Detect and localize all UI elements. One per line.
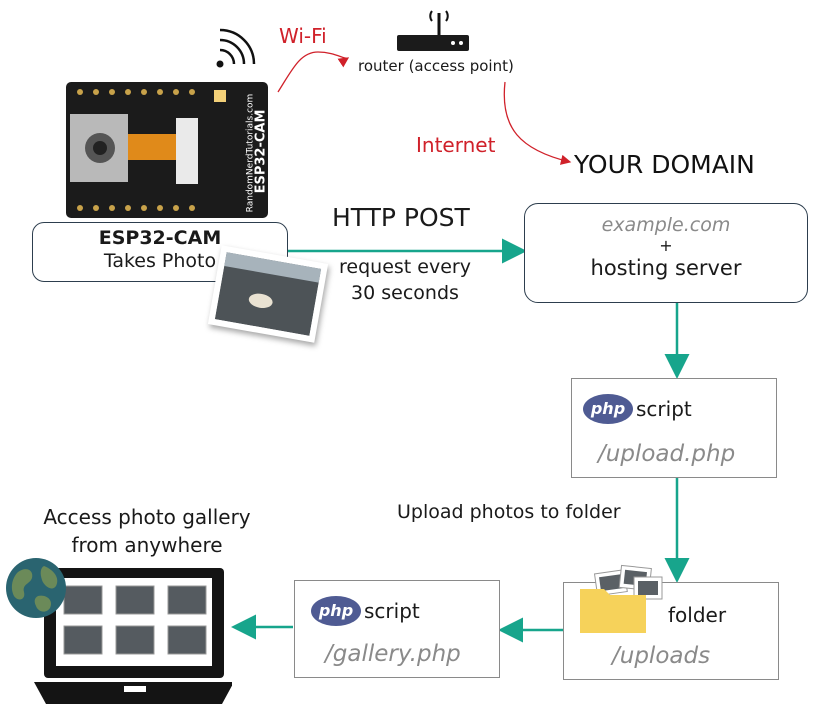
- php-logo-gallery: php: [311, 596, 361, 626]
- gallery-script-label: script: [364, 599, 420, 623]
- esp32-cam-box: ESP32-CAM Takes Photo: [32, 222, 288, 282]
- globe-icon: [6, 558, 66, 618]
- board-illustration: [66, 82, 268, 218]
- gallery-access-line1: Access photo gallery: [43, 505, 251, 529]
- upload-script-box: php script /upload.php: [571, 378, 777, 478]
- upload-script-file: /upload.php: [598, 441, 736, 467]
- router-label: router (access point): [358, 57, 514, 75]
- server-plus: +: [659, 236, 673, 255]
- internet-link-curve: [503, 81, 572, 165]
- captured-photo-thumbnail: [207, 245, 329, 343]
- http-post-line1: request every: [339, 256, 471, 278]
- php-logo-upload: php: [583, 394, 633, 424]
- photo-content: [214, 252, 322, 336]
- internet-label: Internet: [416, 133, 496, 157]
- uploads-folder-box: folder /uploads: [563, 564, 779, 680]
- uploads-folder-label: folder: [668, 603, 727, 627]
- esp32-cam-subtitle: Takes Photo: [103, 250, 217, 272]
- wifi-label: Wi-Fi: [279, 24, 327, 48]
- wifi-link-curve: [277, 51, 350, 93]
- esp32-cam-board-image: RandomNerdTutorials.com ESP32-CAM: [66, 82, 268, 218]
- domain-heading: YOUR DOMAIN: [574, 150, 755, 179]
- router-icon: [397, 10, 469, 51]
- board-model-text: ESP32-CAM: [253, 109, 269, 194]
- laptop-gallery-icon: [34, 568, 232, 704]
- server-domain: example.com: [601, 214, 731, 236]
- php-logo-upload-text: php: [590, 399, 626, 418]
- http-post-line2: 30 seconds: [351, 282, 459, 304]
- http-post-interval: request every 30 seconds: [328, 254, 482, 306]
- hosting-server-box: example.com + hosting server: [524, 203, 808, 303]
- upload-script-label: script: [636, 397, 692, 421]
- gallery-access-line2: from anywhere: [71, 533, 223, 557]
- upload-note: Upload photos to folder: [397, 501, 621, 523]
- gallery-script-box: php script /gallery.php: [294, 580, 500, 678]
- gallery-access-text: Access photo gallery from anywhere: [26, 503, 268, 559]
- esp32-cam-title: ESP32-CAM: [98, 227, 222, 249]
- wifi-signal-icon: [216, 28, 256, 68]
- php-logo-gallery-text: php: [318, 601, 354, 620]
- gallery-script-file: /gallery.php: [325, 641, 461, 667]
- folder-icon: [580, 564, 663, 633]
- http-post-title: HTTP POST: [332, 203, 470, 232]
- server-hosting: hosting server: [590, 256, 742, 280]
- uploads-folder-path: /uploads: [612, 643, 711, 669]
